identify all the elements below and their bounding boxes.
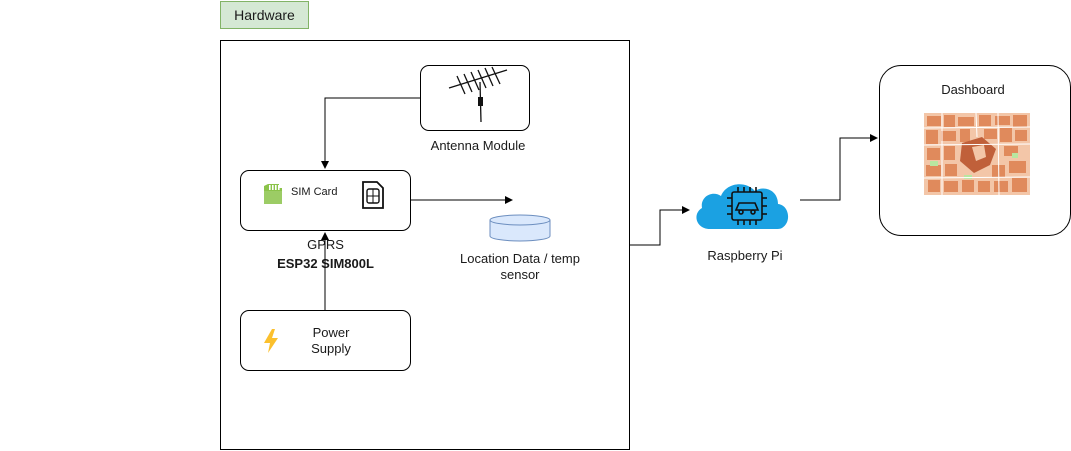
hardware-tag-label: Hardware xyxy=(234,7,295,23)
location-data-label-line2: sensor xyxy=(500,267,540,282)
cloud-to-dashboard-connector xyxy=(800,134,878,201)
sim-card-icon xyxy=(362,181,384,209)
antenna-to-esp-connector xyxy=(321,97,420,169)
cloud-chip-icon[interactable] xyxy=(690,178,800,238)
hardware-to-cloud-connector xyxy=(630,206,690,246)
sim-card-label: SIM Card xyxy=(291,186,338,198)
antenna-module-label: Antenna Module xyxy=(430,138,526,153)
hardware-container xyxy=(220,40,630,450)
dashboard-title: Dashboard xyxy=(941,82,1005,97)
power-label-line2: Supply xyxy=(311,341,351,356)
lightning-icon xyxy=(264,329,278,353)
hardware-tag: Hardware xyxy=(220,1,309,29)
map-thumbnail xyxy=(924,113,1030,195)
dashboard-box[interactable]: Dashboard xyxy=(879,65,1071,236)
location-data-label-line1: Location Data / temp xyxy=(460,251,580,266)
power-label-line1: Power xyxy=(312,325,350,340)
power-supply-box[interactable]: Power Supply xyxy=(240,310,411,371)
database-icon[interactable] xyxy=(489,214,551,242)
esp32-box[interactable]: SIM Card xyxy=(240,170,411,231)
sd-card-icon xyxy=(264,184,282,204)
antenna-icon xyxy=(448,66,508,123)
antenna-module-box[interactable] xyxy=(420,65,530,131)
raspberry-pi-label: Raspberry Pi xyxy=(707,248,783,263)
